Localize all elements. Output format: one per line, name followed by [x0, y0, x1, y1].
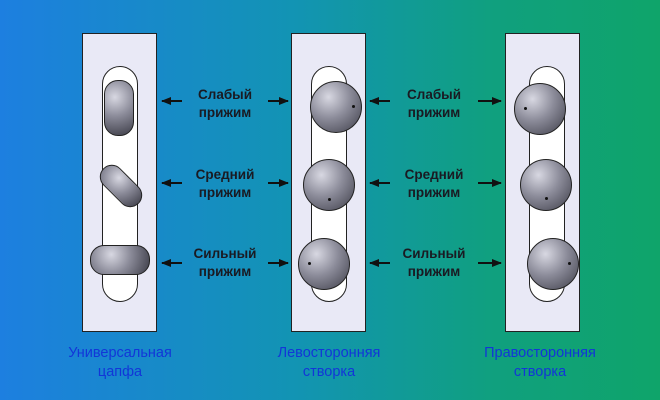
label-strong-pressure: Сильный прижим	[180, 245, 270, 281]
eccentric-dot	[328, 198, 331, 201]
eccentric-left-medium	[303, 159, 355, 211]
eccentric-dot	[352, 105, 355, 108]
label-medium-pressure: Средний прижим	[180, 166, 270, 202]
caption-left-sash: Левосторонняя створка	[254, 344, 404, 382]
trunnion-horizontal-strong	[90, 245, 150, 275]
panel-left-sash	[291, 33, 366, 332]
panel-universal-trunnion	[82, 33, 157, 332]
eccentric-dot	[568, 262, 571, 265]
eccentric-right-medium	[520, 159, 572, 211]
caption-right-sash: Правосторонняя створка	[460, 344, 620, 382]
label-line: прижим	[198, 105, 252, 120]
label-line: Слабый	[198, 87, 252, 102]
eccentric-dot	[545, 197, 548, 200]
label-medium-pressure: Средний прижим	[389, 166, 479, 202]
caption-line: створка	[302, 364, 356, 380]
label-strong-pressure: Сильный прижим	[389, 245, 479, 281]
label-line: Сильный	[193, 246, 257, 261]
eccentric-right-strong	[527, 238, 579, 290]
label-weak-pressure: Слабый прижим	[180, 86, 270, 122]
caption-line: цапфа	[97, 364, 143, 380]
label-line: Средний	[404, 167, 464, 182]
eccentric-right-weak	[514, 83, 566, 135]
panel-right-sash	[505, 33, 580, 332]
caption-line: Правосторонняя	[484, 345, 596, 361]
caption-universal-trunnion: Универсальная цапфа	[45, 344, 195, 382]
label-line: прижим	[198, 185, 252, 200]
eccentric-left-weak	[310, 81, 362, 133]
caption-line: Левосторонняя	[277, 345, 381, 361]
label-weak-pressure: Слабый прижим	[389, 86, 479, 122]
caption-line: створка	[513, 364, 567, 380]
label-line: прижим	[198, 264, 252, 279]
caption-line: Универсальная	[68, 345, 172, 361]
label-line: Средний	[195, 167, 255, 182]
trunnion-vertical-weak	[104, 80, 134, 136]
label-line: прижим	[407, 185, 461, 200]
label-line: Сильный	[402, 246, 466, 261]
label-line: прижим	[407, 105, 461, 120]
label-line: прижим	[407, 264, 461, 279]
eccentric-dot	[308, 262, 311, 265]
eccentric-left-strong	[298, 238, 350, 290]
eccentric-dot	[524, 107, 527, 110]
label-line: Слабый	[407, 87, 461, 102]
